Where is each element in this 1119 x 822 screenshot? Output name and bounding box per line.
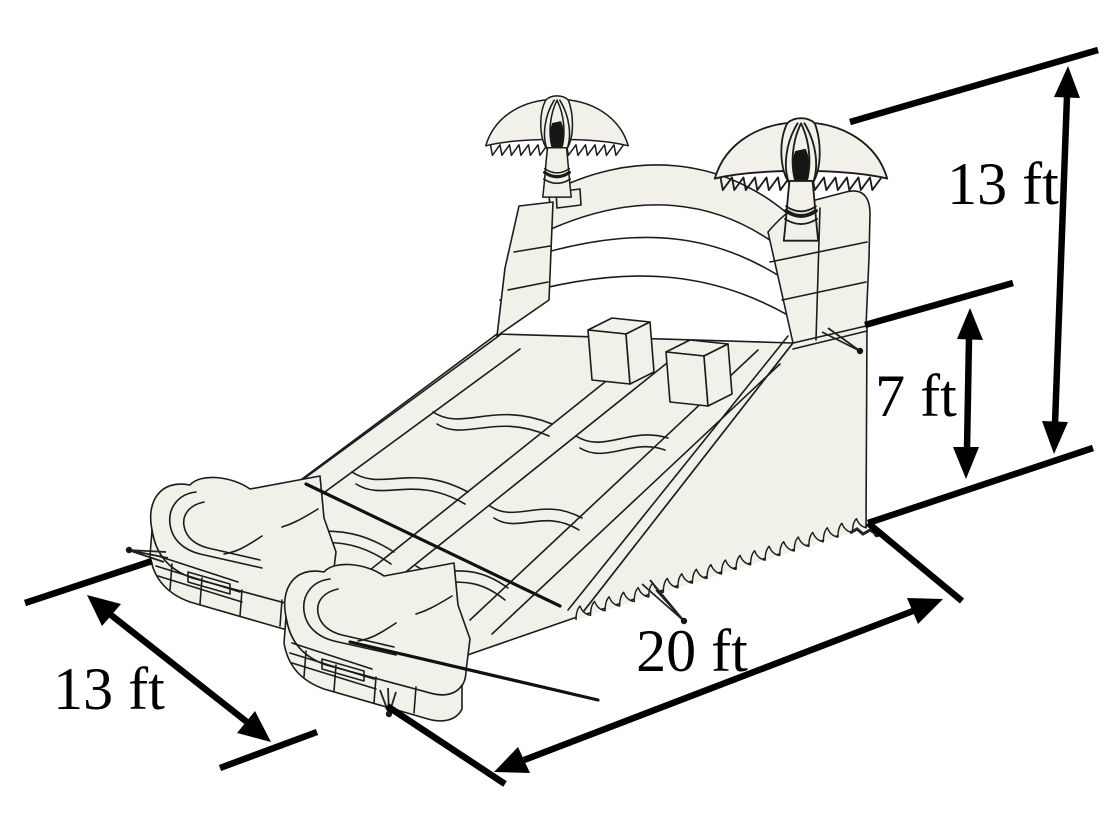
landing-pad-near [283, 562, 471, 722]
arrowhead-down [953, 447, 979, 479]
slide-drawing [125, 94, 890, 722]
arrowhead-down [1042, 421, 1068, 454]
extension-line [865, 520, 965, 604]
dimension-line [522, 607, 915, 764]
arrowhead-up [957, 308, 983, 340]
arrowhead-upleft [87, 595, 121, 626]
platform-vent [555, 188, 582, 209]
dimension-label-width: 13 ft [53, 656, 165, 722]
extension-line [864, 279, 1014, 329]
dimension-line [108, 612, 250, 725]
dimension-overall-height: 13 ft [849, 46, 1099, 527]
dimension-length: 20 ft [385, 520, 965, 787]
extension-line [866, 444, 1095, 527]
extension-line [849, 46, 1099, 126]
dimension-line [1051, 95, 1071, 425]
arrowhead-downright [237, 711, 271, 742]
extension-line [218, 728, 319, 772]
dimension-label-length: 20 ft [636, 618, 748, 684]
anchor-flaps [575, 517, 868, 621]
dimension-line [963, 337, 973, 450]
dimension-label-overall-height: 13 ft [947, 151, 1059, 217]
left-column [496, 201, 554, 337]
extension-line [23, 557, 154, 607]
dimension-width: 13 ft [23, 557, 319, 772]
arrowhead-left [494, 747, 530, 773]
dimension-label-wall-height: 7 ft [875, 363, 957, 429]
dimension-wall-height: 7 ft [864, 279, 1014, 479]
bump-cubes [587, 317, 733, 407]
extension-line [385, 703, 507, 787]
ground-seams [304, 482, 600, 702]
arrowhead-right [907, 598, 943, 624]
arrowhead-up [1054, 66, 1080, 98]
dimension-annotations: 13 ft 7 ft 20 ft 13 ft [23, 46, 1099, 787]
